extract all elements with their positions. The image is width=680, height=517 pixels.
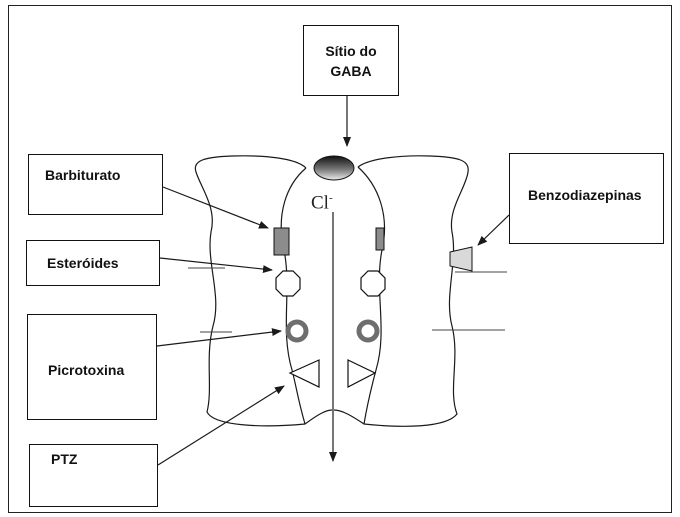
receptor-right-subunit xyxy=(334,156,468,426)
barbiturate-site-marker xyxy=(376,228,384,250)
benzodiazepine-pointer xyxy=(478,215,509,245)
ptz-label: PTZ xyxy=(51,451,77,506)
ptz-site-marker xyxy=(290,360,319,387)
chloride-symbol: Cl xyxy=(311,192,329,213)
picrotoxin-site-marker xyxy=(359,322,377,340)
barbiturate-site-marker xyxy=(274,228,289,255)
steroid-site-marker xyxy=(361,271,385,296)
steroid-label: Esteróides xyxy=(47,255,119,271)
barbiturate-label: Barbiturato xyxy=(45,167,120,214)
ptz-site-marker xyxy=(348,360,375,387)
gaba-site-marker xyxy=(314,156,354,180)
steroid-label-box: Esteróides xyxy=(26,240,160,286)
benzodiazepine-label-box: Benzodiazepinas xyxy=(509,153,664,244)
benzodiazepine-label: Benzodiazepinas xyxy=(528,187,642,203)
picrotoxin-label: Picrotoxina xyxy=(48,362,124,378)
chloride-ion-label: Cl- xyxy=(311,192,333,214)
picrotoxin-label-box: Picrotoxina xyxy=(27,314,157,420)
gaba-site-label-line2: GABA xyxy=(325,61,376,81)
barbiturate-label-box: Barbiturato xyxy=(28,154,163,215)
picrotoxin-pointer xyxy=(157,331,281,346)
chloride-charge: - xyxy=(329,192,333,204)
gaba-site-label-line1: Sítio do xyxy=(325,41,376,61)
steroid-site-marker xyxy=(276,271,300,296)
barbiturate-pointer xyxy=(163,187,268,228)
picrotoxin-site-marker xyxy=(288,322,306,340)
gaba-site-label-box: Sítio do GABA xyxy=(303,25,399,96)
ptz-label-box: PTZ xyxy=(29,444,158,507)
